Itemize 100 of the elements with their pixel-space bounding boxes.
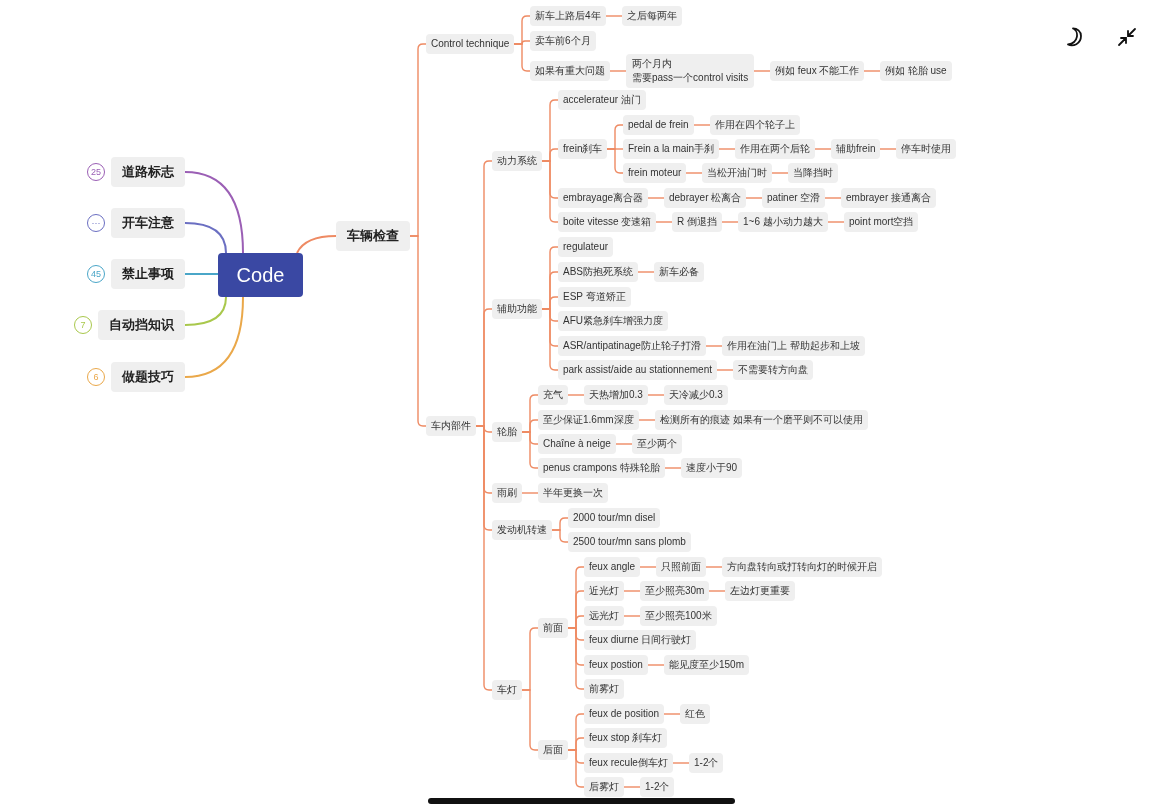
count-badge: 25 — [87, 163, 105, 181]
branch-line — [647, 394, 665, 396]
branch-line — [521, 492, 539, 494]
topic-box — [656, 557, 706, 577]
topic-box — [584, 581, 624, 601]
topic-box — [632, 434, 682, 454]
topic-label: 例如 轮胎 use — [885, 65, 947, 76]
topic-box — [831, 139, 881, 159]
topic-label: 作用在四个轮子上 — [715, 119, 795, 130]
topic-box — [538, 410, 639, 430]
topic-box — [880, 61, 952, 81]
topic-box — [896, 139, 956, 159]
topic-box — [530, 31, 596, 51]
topic-label: 如果有重大问题 — [535, 65, 605, 76]
topic-box — [623, 163, 687, 183]
topic-label: feux recule倒车灯 — [589, 757, 668, 768]
topic-label: 自动挡知识 — [109, 317, 174, 332]
branch-line — [638, 419, 656, 421]
topic-box — [558, 336, 706, 356]
topic-label: 作用在油门上 帮助起步和上坡 — [727, 340, 860, 351]
topic-box — [558, 90, 646, 110]
topic-label: ASR/antipatinage防止轮子打滑 — [563, 340, 701, 351]
branch-line — [184, 296, 227, 326]
central-topic-box — [218, 253, 303, 297]
topic-label: 两个月内需要pass一个control visits — [632, 58, 749, 83]
topic-label: 雨刷 — [497, 487, 517, 498]
branch-line — [705, 345, 723, 347]
branch-line — [716, 369, 734, 371]
topic-label: 车内部件 — [431, 420, 471, 431]
topic-box — [558, 188, 649, 208]
topic-box — [584, 630, 697, 650]
topic-label: 左边灯更重要 — [730, 585, 790, 596]
topic-box — [640, 606, 717, 626]
topic-box — [584, 753, 673, 773]
topic-label: 红色 — [685, 708, 705, 719]
topic-box — [722, 336, 865, 356]
topic-label: 前雾灯 — [589, 683, 619, 694]
branch-line — [637, 271, 655, 273]
topic-box — [788, 163, 838, 183]
topic-label: regulateur — [563, 241, 609, 252]
topic-box — [111, 362, 185, 392]
topic-box — [664, 385, 728, 405]
topic-box — [558, 237, 614, 257]
topic-box — [492, 483, 522, 503]
topic-label: Chaîne à neige — [543, 438, 611, 449]
topic-label: 天热增加0.3 — [589, 389, 643, 400]
topic-label: 至少照亮100米 — [645, 610, 712, 621]
branch-line — [606, 148, 624, 174]
topic-box — [336, 221, 410, 251]
branch-line — [623, 786, 641, 788]
topic-box — [672, 212, 722, 232]
topic-box — [710, 115, 800, 135]
topic-label: boite vitesse 变速箱 — [563, 216, 652, 227]
branch-line — [672, 762, 690, 764]
topic-label: 动力系统 — [497, 155, 537, 166]
topic-box — [735, 139, 815, 159]
topic-label: 至少照亮30m — [645, 585, 705, 596]
branch-line — [753, 70, 771, 72]
topic-box — [558, 287, 631, 307]
branch-line — [541, 308, 559, 371]
topic-label: 2000 tour/mn disel — [573, 512, 656, 523]
branch-line — [655, 221, 673, 223]
branch-line — [824, 197, 842, 199]
topic-label: feux postion — [589, 659, 643, 670]
topic-box — [584, 728, 668, 748]
topic-box — [738, 212, 828, 232]
branch-line — [184, 171, 244, 254]
topic-box — [111, 157, 185, 187]
branch-line — [567, 749, 585, 788]
topic-label: 车灯 — [497, 684, 517, 695]
topic-label: 后面 — [543, 744, 563, 755]
topic-box — [702, 163, 772, 183]
topic-box — [622, 6, 682, 26]
topic-label: 车辆检查 — [347, 228, 399, 243]
branch-line — [567, 627, 585, 690]
topic-box — [111, 259, 185, 289]
topic-box — [98, 310, 185, 340]
branch-line — [605, 15, 623, 17]
topic-label: accelerateur 油门 — [563, 94, 641, 105]
topic-label: ABS防抱死系统 — [563, 266, 633, 277]
count-badge: ··· — [87, 214, 105, 232]
topic-label: 道路标志 — [122, 164, 174, 179]
branch-line — [705, 566, 723, 568]
branch-line — [771, 172, 789, 174]
topic-box — [770, 61, 865, 81]
topic-box — [841, 188, 936, 208]
topic-box — [681, 458, 743, 478]
topic-label: 辅助功能 — [497, 303, 537, 314]
topic-label: 新车上路后4年 — [535, 10, 601, 21]
branch-line — [296, 235, 337, 254]
topic-label: 禁止事项 — [122, 266, 174, 281]
topic-label: feux angle — [589, 561, 636, 572]
topic-box — [584, 606, 624, 626]
topic-label: 天冷减少0.3 — [669, 389, 723, 400]
topic-box — [492, 299, 542, 319]
topic-label: ESP 弯道矫正 — [563, 291, 626, 302]
topic-label: 发动机转速 — [497, 524, 547, 535]
topic-label: 方向盘转向或打转向灯的时候开启 — [727, 561, 877, 572]
count-badge: 6 — [87, 368, 105, 386]
topic-label: 充气 — [543, 389, 563, 400]
